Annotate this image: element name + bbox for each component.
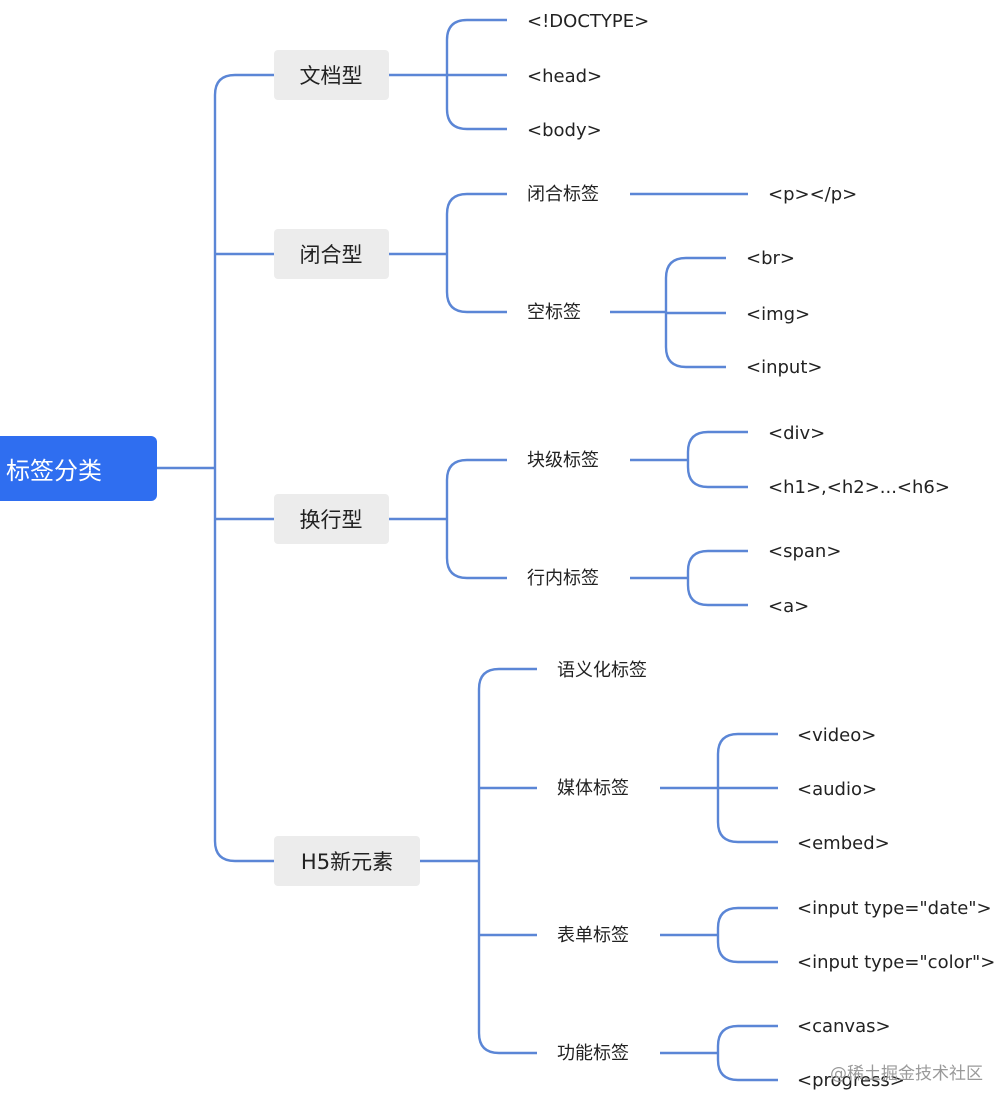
leaf-doctype: <!DOCTYPE> xyxy=(527,11,649,32)
subcategory-semantic-tag: 语义化标签 xyxy=(557,660,647,681)
leaf-input-date: <input type="date"> xyxy=(797,898,992,919)
block-tag-connector-branch-1 xyxy=(686,460,748,489)
leaf-audio: <audio> xyxy=(797,779,877,800)
subcategory-inline-tag: 行内标签 xyxy=(527,568,599,589)
subcategory-media-tag: 媒体标签 xyxy=(557,778,629,799)
linebreak-connector-branch-1 xyxy=(445,519,507,580)
leaf-canvas: <canvas> xyxy=(797,1016,891,1037)
leaf-a: <a> xyxy=(768,596,809,617)
root-connector-branch-0 xyxy=(213,73,274,468)
category-h5-box xyxy=(274,836,420,886)
leaf-span: <span> xyxy=(768,541,841,562)
root-node-box xyxy=(0,436,157,501)
closing-connector-branch-0 xyxy=(445,192,507,254)
category-document-box xyxy=(274,50,389,100)
leaf-br: <br> xyxy=(746,248,795,269)
category-closing-label: 闭合型 xyxy=(300,243,363,267)
leaf-img: <img> xyxy=(746,304,810,325)
h5-connector-branch-0 xyxy=(477,667,537,861)
leaf-headings: <h1>,<h2>...<h6> xyxy=(768,477,950,498)
inline-tag-connector-branch-1 xyxy=(686,578,748,607)
subcategory-form-tag: 表单标签 xyxy=(557,925,629,946)
category-h5-label: H5新元素 xyxy=(301,850,393,874)
form-tag-connector-branch-0 xyxy=(716,906,778,935)
linebreak-connector-branch-0 xyxy=(445,458,507,519)
connector-lines xyxy=(157,18,778,1082)
category-document-label: 文档型 xyxy=(300,64,363,88)
category-linebreak-box xyxy=(274,494,389,544)
leaf-div: <div> xyxy=(768,423,825,444)
media-tag-connector-branch-2 xyxy=(716,788,778,844)
block-tag-connector-branch-0 xyxy=(686,430,748,460)
leaf-body: <body> xyxy=(527,120,602,141)
empty-tag-connector-branch-0 xyxy=(664,256,726,312)
leaf-video: <video> xyxy=(797,725,876,746)
subcategory-empty-tag: 空标签 xyxy=(527,302,581,323)
leaf-input: <input> xyxy=(746,357,822,378)
media-tag-connector-branch-0 xyxy=(716,732,778,788)
document-connector-branch-2 xyxy=(445,75,507,131)
leaf-p: <p></p> xyxy=(768,184,857,205)
inline-tag-connector-branch-0 xyxy=(686,549,748,578)
form-tag-connector-branch-1 xyxy=(716,935,778,964)
subcategory-closing-tag: 闭合标签 xyxy=(527,184,599,205)
document-connector-branch-0 xyxy=(445,18,507,75)
root-connector-branch-3 xyxy=(213,468,274,863)
closing-connector-branch-1 xyxy=(445,254,507,314)
subcategory-block-tag: 块级标签 xyxy=(527,450,599,471)
watermark-text: @稀土掘金技术社区 xyxy=(830,1064,983,1084)
h5-connector-branch-3 xyxy=(477,861,537,1055)
category-closing-box xyxy=(274,229,389,279)
leaf-embed: <embed> xyxy=(797,833,890,854)
leaf-input-color: <input type="color"> xyxy=(797,952,995,973)
category-linebreak-label: 换行型 xyxy=(300,508,363,532)
root-node-label: 标签分类 xyxy=(6,457,102,485)
function-tag-connector-branch-1 xyxy=(716,1053,778,1082)
function-tag-connector-branch-0 xyxy=(716,1024,778,1053)
leaf-head: <head> xyxy=(527,66,602,87)
leaf-progress: <progress> xyxy=(797,1070,905,1091)
subcategory-function-tag: 功能标签 xyxy=(557,1043,629,1064)
empty-tag-connector-branch-2 xyxy=(664,312,726,369)
